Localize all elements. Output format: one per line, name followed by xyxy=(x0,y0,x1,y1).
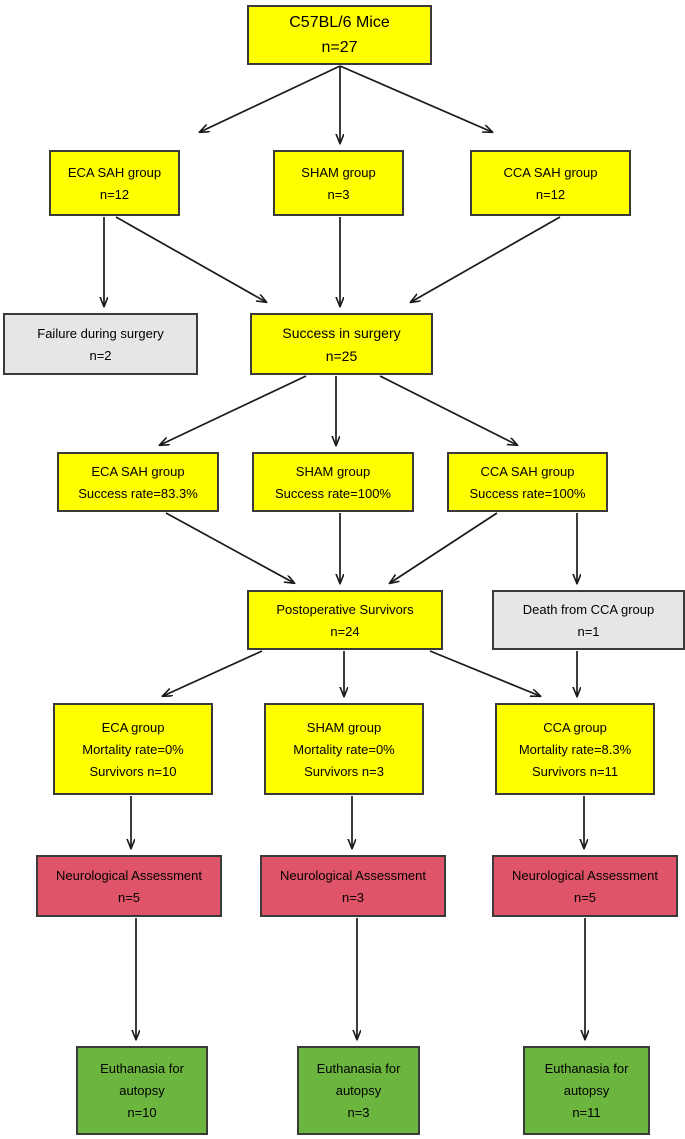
node-eca-group-outcome-line-3: Survivors n=10 xyxy=(89,763,177,779)
node-failure-surgery-line-1: Failure during surgery xyxy=(37,325,164,341)
node-neuro-assessment-sham-line-2: n=3 xyxy=(341,889,365,905)
node-cca-group-outcome-line-3: Survivors n=11 xyxy=(531,763,619,779)
node-cca-success-rate-line-1: CCA SAH group xyxy=(480,463,575,479)
edge-eca-rate-to-survivors xyxy=(165,512,294,583)
node-neuro-assessment-cca: Neurological Assessment n=5 xyxy=(492,855,678,917)
node-sham-group-outcome-line-2: Mortality rate=0% xyxy=(293,741,395,757)
node-sham-success-rate-line-2: Success rate=100% xyxy=(275,485,391,501)
node-neuro-assessment-cca-line-1: Neurological Assessment xyxy=(512,867,658,883)
node-euthanasia-sham-line-2: autopsy xyxy=(335,1083,382,1098)
node-cca-group-outcome-line-1: CCA group xyxy=(543,719,607,735)
node-euthanasia-cca-line-1: Euthanasia for xyxy=(544,1061,629,1076)
node-euthanasia-eca-line-1: Euthanasia for xyxy=(100,1061,184,1076)
node-neuro-assessment-cca-line-2: n=5 xyxy=(573,889,597,905)
node-euthanasia-cca: Euthanasia for autopsy n=11 xyxy=(523,1046,650,1135)
node-eca-success-rate-line-1: ECA SAH group xyxy=(91,463,185,479)
node-death-cca-line-2: n=1 xyxy=(577,623,600,639)
node-neuro-assessment-sham-line-1: Neurological Assessment xyxy=(280,867,426,883)
edge-success-to-cca-rate xyxy=(379,375,517,445)
node-cohort-line-1: C57BL/6 Mice xyxy=(289,13,390,31)
node-neuro-assessment-sham: Neurological Assessment n=3 xyxy=(260,855,446,917)
node-euthanasia-sham: Euthanasia for autopsy n=3 xyxy=(297,1046,420,1135)
node-postoperative-survivors: Postoperative Survivors n=24 xyxy=(247,590,443,650)
edge-cohort-to-cca xyxy=(339,65,492,132)
node-sham-group-outcome-line-1: SHAM group xyxy=(306,719,382,735)
node-cca-sah-group-line-1: CCA SAH group xyxy=(503,164,598,180)
node-eca-group-outcome-line-2: Mortality rate=0% xyxy=(82,741,184,757)
node-death-cca-line-1: Death from CCA group xyxy=(522,601,655,617)
node-eca-success-rate-line-2: Success rate=83.3% xyxy=(78,485,198,501)
node-eca-sah-group: ECA SAH group n=12 xyxy=(49,150,180,216)
node-failure-surgery-line-2: n=2 xyxy=(89,347,112,363)
node-postoperative-survivors-line-2: n=24 xyxy=(330,623,360,639)
node-cohort: C57BL/6 Mice n=27 xyxy=(247,5,432,65)
node-success-surgery: Success in surgery n=25 xyxy=(250,313,433,375)
edge-eca-to-success xyxy=(115,216,266,302)
node-eca-sah-group-line-2: n=12 xyxy=(99,186,130,202)
node-death-cca: Death from CCA group n=1 xyxy=(492,590,685,650)
node-sham-group-line-2: n=3 xyxy=(327,186,350,202)
edge-success-to-eca-rate xyxy=(160,375,307,445)
node-neuro-assessment-eca-line-1: Neurological Assessment xyxy=(56,867,202,883)
node-sham-success-rate-line-1: SHAM group xyxy=(295,463,371,479)
node-postoperative-survivors-line-1: Postoperative Survivors xyxy=(276,601,414,617)
node-sham-group-line-1: SHAM group xyxy=(301,164,376,180)
node-cca-group-outcome-line-2: Mortality rate=8.3% xyxy=(518,741,632,757)
edge-cohort-to-eca xyxy=(200,65,341,132)
node-euthanasia-cca-line-2: autopsy xyxy=(563,1083,610,1098)
node-neuro-assessment-eca-line-2: n=5 xyxy=(117,889,141,905)
node-euthanasia-cca-line-3: n=11 xyxy=(572,1105,601,1120)
edge-survivors-to-eca xyxy=(163,650,263,696)
node-eca-group-outcome-line-1: ECA group xyxy=(101,719,165,735)
node-cohort-line-2: n=27 xyxy=(321,38,358,56)
node-success-surgery-line-1: Success in surgery xyxy=(282,324,401,341)
node-euthanasia-sham-line-1: Euthanasia for xyxy=(316,1061,401,1076)
node-cca-sah-group: CCA SAH group n=12 xyxy=(470,150,631,216)
node-sham-group: SHAM group n=3 xyxy=(273,150,404,216)
node-euthanasia-sham-line-3: n=3 xyxy=(347,1105,370,1120)
node-euthanasia-eca-line-2: autopsy xyxy=(119,1083,165,1098)
node-euthanasia-eca-line-3: n=10 xyxy=(127,1105,157,1120)
node-cca-success-rate-line-2: Success rate=100% xyxy=(469,485,586,501)
edge-cca-to-success xyxy=(411,216,561,302)
node-neuro-assessment-eca: Neurological Assessment n=5 xyxy=(36,855,222,917)
node-success-surgery-line-2: n=25 xyxy=(325,347,358,364)
edge-survivors-to-cca xyxy=(429,650,540,696)
node-cca-sah-group-line-2: n=12 xyxy=(535,186,566,202)
node-eca-sah-group-line-1: ECA SAH group xyxy=(67,164,162,180)
edge-cca-rate-to-survivors xyxy=(390,512,498,583)
node-failure-surgery: Failure during surgery n=2 xyxy=(3,313,198,375)
node-sham-group-outcome-line-3: Survivors n=3 xyxy=(304,763,384,779)
node-euthanasia-eca: Euthanasia for autopsy n=10 xyxy=(76,1046,208,1135)
